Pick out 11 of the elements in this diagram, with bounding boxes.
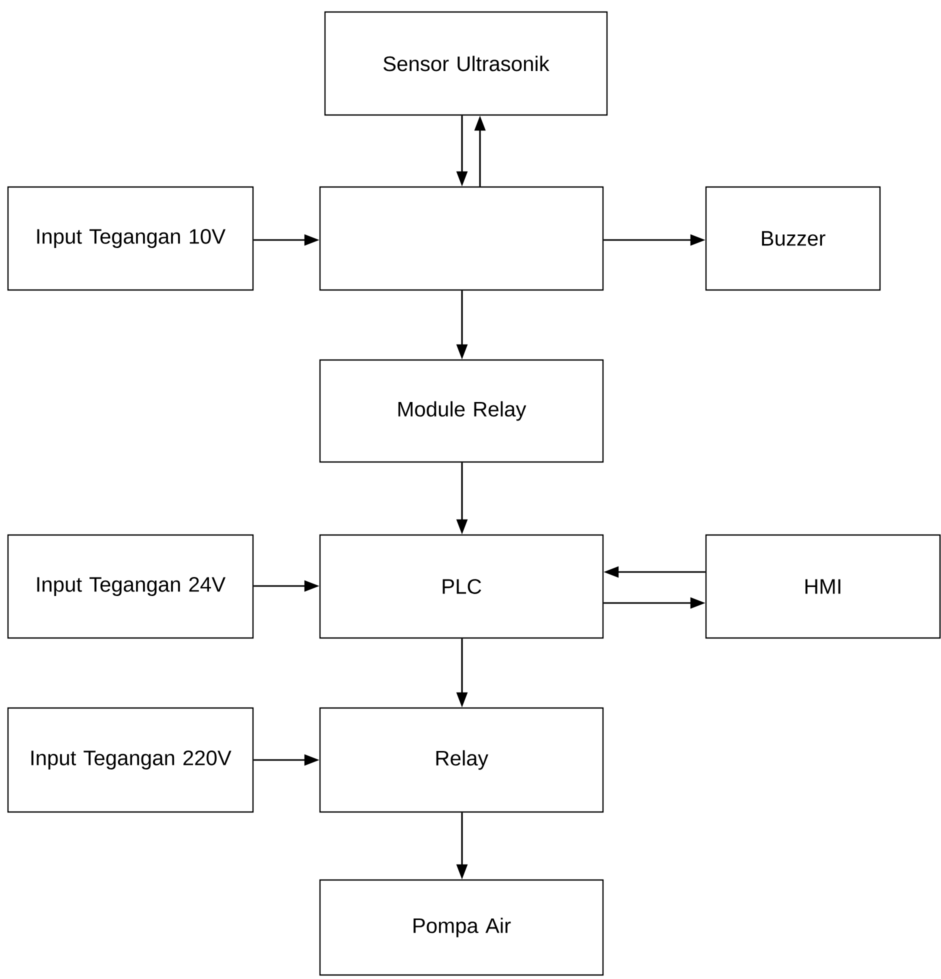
block-box: Module Relay [319, 359, 604, 463]
block-box: PLC [319, 534, 604, 639]
block-box: Relay [319, 707, 604, 813]
block-box: Input Tegangan 220V [7, 707, 254, 813]
block-box: Input Tegangan 24V [7, 534, 254, 639]
block-box: HMI [705, 534, 941, 639]
block-box: Pompa Air [319, 879, 604, 976]
block-box: Buzzer [705, 186, 881, 291]
block-box: Input Tegangan 10V [7, 186, 254, 291]
block-box: Sensor Ultrasonik [324, 11, 608, 116]
block-box [319, 186, 604, 291]
